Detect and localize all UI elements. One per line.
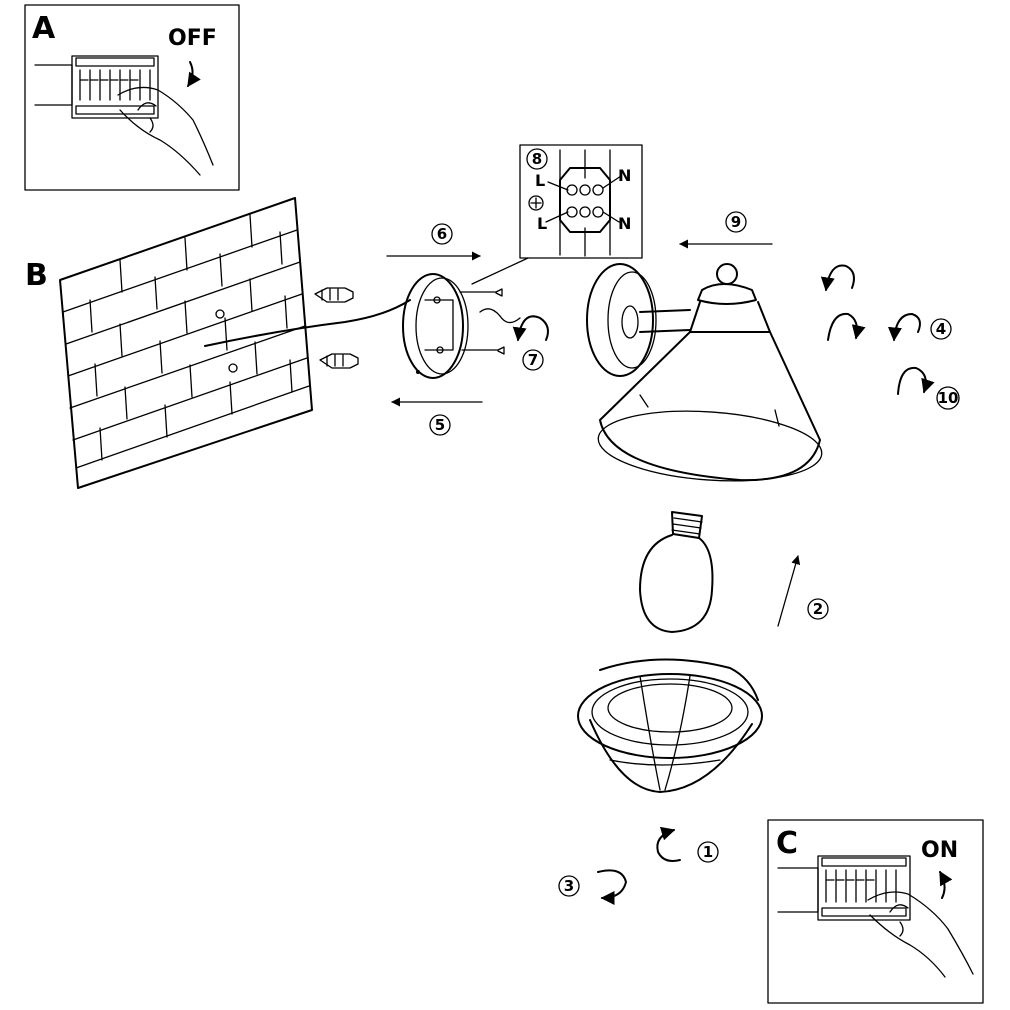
panel-c-letter: C (776, 826, 798, 861)
protective-glass-and-grill (577, 658, 763, 793)
lamp-fixture (586, 263, 823, 482)
step-9-number: 9 (731, 213, 741, 231)
terminal-l-bottom: L (537, 214, 547, 233)
step-badge: 6 (431, 223, 453, 245)
step-1-number: 1 (703, 843, 713, 861)
hand-icon (117, 86, 214, 176)
wall-plate (586, 263, 654, 377)
screw-icon (459, 288, 503, 297)
breaker-box-icon (777, 855, 911, 921)
step-badge: 10 (936, 386, 960, 410)
rotate-step-10-icon (897, 366, 935, 395)
screw-icon (461, 346, 505, 355)
lamp-shade (599, 331, 821, 482)
rotate-step-4a-icon (820, 264, 855, 292)
panel-c-state-label: ON (921, 838, 958, 863)
step-badge: 1 (697, 841, 719, 863)
wall-plug-icon (319, 353, 359, 369)
step-6-number: 6 (437, 225, 447, 243)
rotate-step-4b-icon (827, 312, 866, 341)
supply-cable (204, 299, 411, 347)
rotate-step-3-icon (597, 869, 627, 905)
step-5-number: 5 (435, 416, 445, 434)
wiring-inset-frame (519, 144, 643, 259)
panel-c-frame (767, 819, 984, 1004)
lamp-cap (697, 283, 757, 305)
terminal-n-bottom: N (618, 214, 631, 233)
step-7-number: 7 (528, 351, 538, 369)
panel-a-state-label: OFF (168, 26, 217, 51)
step-8-badge (526, 148, 548, 170)
step-badge: 4 (930, 318, 952, 340)
terminal-n-top: N (618, 166, 631, 185)
hand-icon (867, 891, 974, 978)
rotate-step-7-icon (512, 315, 549, 342)
terminal-block (545, 149, 622, 257)
panel-a: A OFF (24, 4, 240, 191)
step-badge: 5 (429, 414, 451, 436)
lamp-arm (639, 309, 691, 333)
step-badge: 3 (558, 875, 580, 897)
lamp-knob (716, 263, 738, 285)
wiring-inset: 8 L N L N (471, 144, 643, 285)
step-badge: 9 (725, 211, 747, 233)
panel-b: B (25, 197, 521, 489)
earth-icon (528, 195, 544, 211)
brick-wall (59, 197, 313, 489)
panel-a-frame (24, 4, 240, 191)
step-4-number: 4 (936, 320, 946, 338)
mounting-bracket (402, 273, 469, 379)
rotate-off-arrow-icon (187, 61, 201, 88)
rotate-on-arrow-icon (939, 870, 953, 899)
panel-c: C ON (767, 819, 984, 1004)
step-3-number: 3 (564, 877, 574, 895)
step-8-number: 8 (532, 150, 542, 168)
step-badge: 2 (807, 598, 829, 620)
terminal-l-top: L (535, 171, 545, 190)
step-2-arrow-icon (777, 555, 801, 627)
step-10-number: 10 (938, 389, 959, 407)
light-bulb-icon (639, 511, 714, 633)
wire-ends (479, 308, 521, 324)
rotate-step-1-icon (656, 826, 681, 862)
step-badge: 7 (522, 349, 544, 371)
rotate-step-4c-icon (887, 313, 921, 342)
panel-a-letter: A (32, 11, 56, 46)
wall-plug-icon (314, 287, 354, 303)
panel-b-letter: B (25, 258, 48, 293)
breaker-box-icon (34, 55, 159, 119)
step-2-number: 2 (813, 600, 823, 618)
